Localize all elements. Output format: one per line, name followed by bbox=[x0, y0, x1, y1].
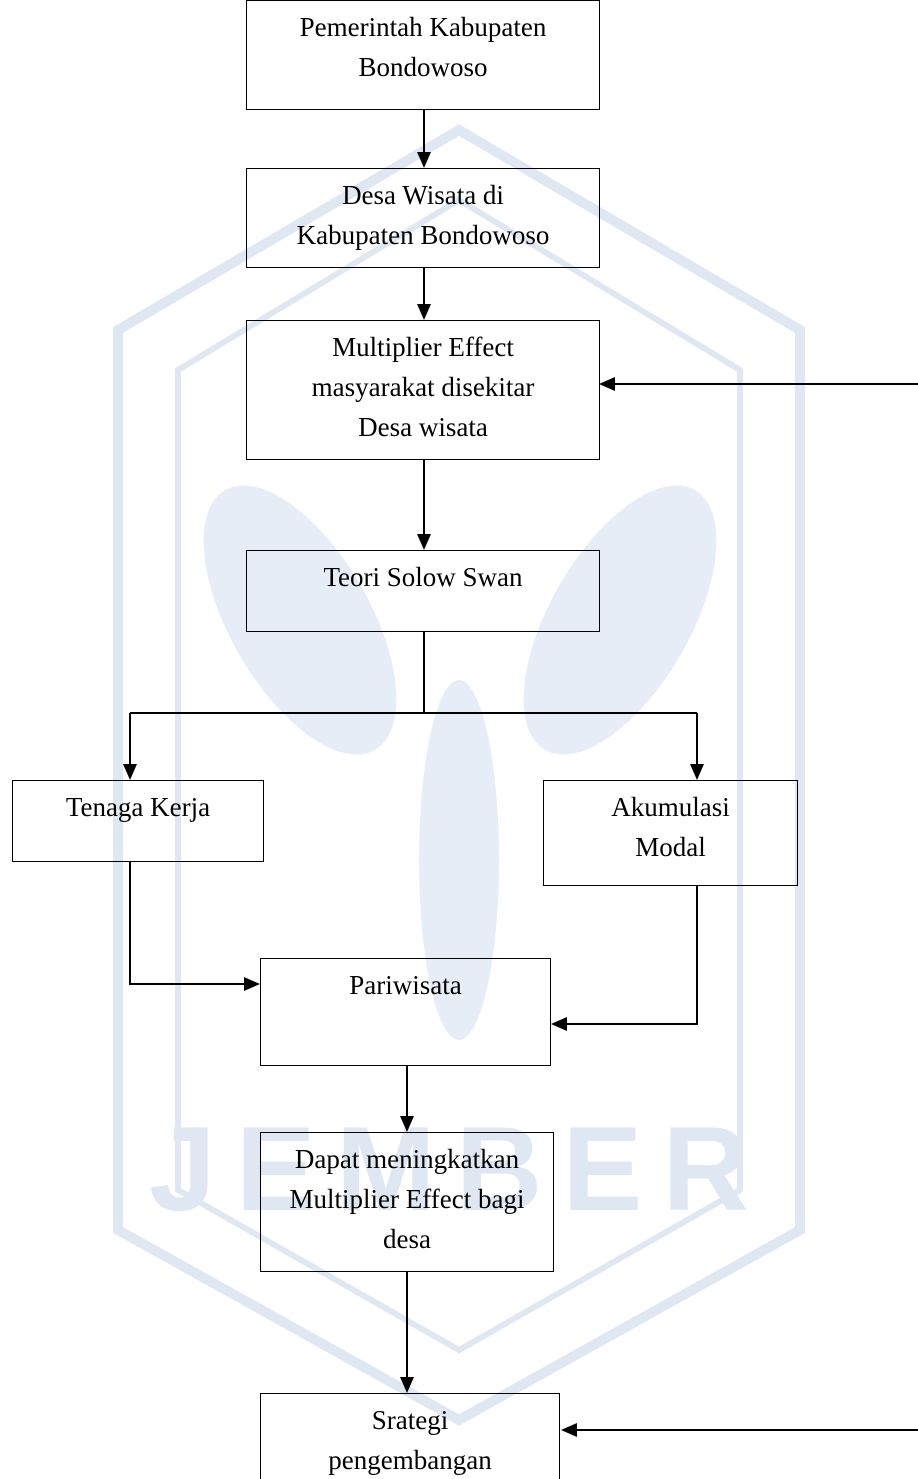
node-multiplier-effect: Multiplier Effect masyarakat disekitar D… bbox=[246, 320, 600, 460]
edge-tenaga-kerja-pariwisata bbox=[129, 862, 260, 991]
node-teori-solow-swan: Teori Solow Swan bbox=[246, 550, 600, 632]
edge-akumulasi-pariwisata bbox=[551, 886, 698, 1031]
node-label: Dapat meningkatkan Multiplier Effect bag… bbox=[289, 1144, 525, 1254]
node-pemerintah-kabupaten: Pemerintah Kabupaten Bondowoso bbox=[246, 0, 600, 110]
node-label: Multiplier Effect masyarakat disekitar D… bbox=[311, 332, 535, 442]
node-akumulasi-modal: Akumulasi Modal bbox=[543, 780, 798, 886]
node-dapat-meningkatkan: Dapat meningkatkan Multiplier Effect bag… bbox=[260, 1132, 554, 1272]
node-desa-wisata: Desa Wisata di Kabupaten Bondowoso bbox=[246, 168, 600, 268]
node-label: Srategi pengembangan bbox=[328, 1405, 492, 1475]
node-label: Akumulasi Modal bbox=[611, 792, 730, 862]
node-label: Desa Wisata di Kabupaten Bondowoso bbox=[296, 180, 550, 250]
node-label: Pemerintah Kabupaten Bondowoso bbox=[299, 12, 547, 82]
node-tenaga-kerja: Tenaga Kerja bbox=[12, 780, 264, 862]
node-pariwisata: Pariwisata bbox=[260, 958, 551, 1066]
node-label: Teori Solow Swan bbox=[323, 562, 523, 592]
node-label: Pariwisata bbox=[349, 970, 462, 1000]
node-label: Tenaga Kerja bbox=[65, 792, 211, 822]
node-strategi-pengembangan: Srategi pengembangan bbox=[260, 1393, 560, 1479]
